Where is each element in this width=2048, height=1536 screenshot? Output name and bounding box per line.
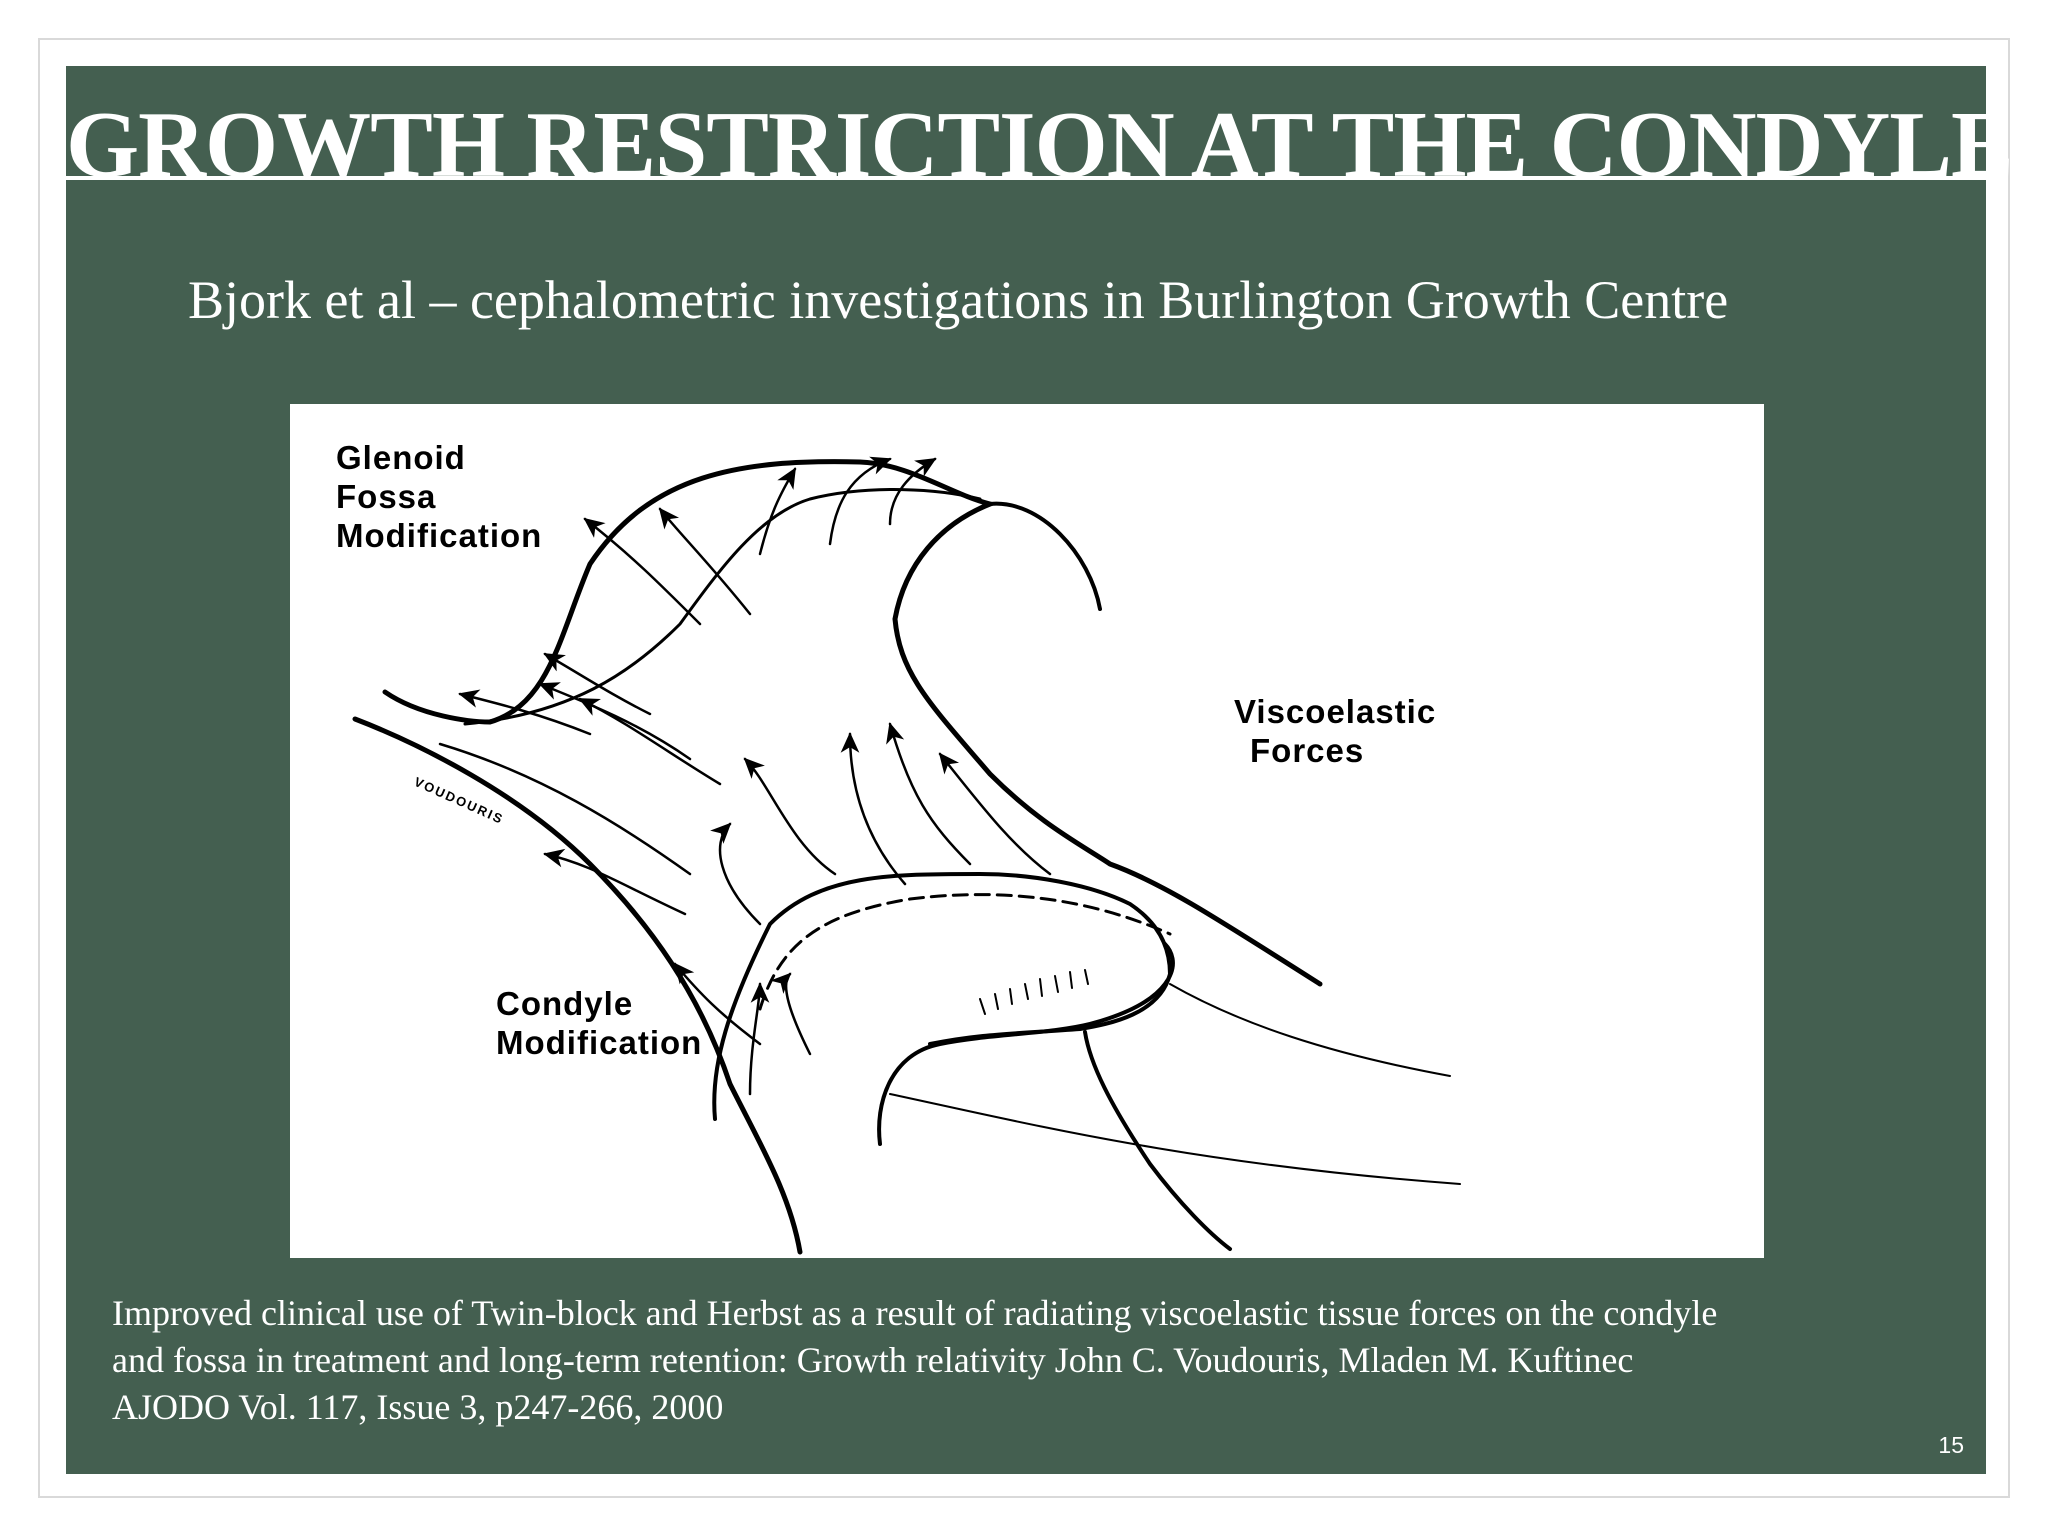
glenoid-label-line3: Modification <box>336 517 543 554</box>
condyle-dashed-outline <box>758 893 1172 1011</box>
ramus-posterior-border <box>352 716 803 1255</box>
viscoelastic-label-line2: Forces <box>1250 732 1365 769</box>
slide-subtitle: Bjork et al – cephalometric investigatio… <box>188 270 1729 330</box>
citation-line3: AJODO Vol. 117, Issue 3, p247-266, 2000 <box>112 1387 724 1427</box>
tissue-line-1 <box>1169 983 1451 1077</box>
slide-title: GROWTH RESTRICTION AT THE CONDYLE <box>66 93 2014 197</box>
glenoid-fossa-label: Glenoid Fossa Modification <box>336 438 542 555</box>
citation-line1: Improved clinical use of Twin-block and … <box>112 1293 1718 1333</box>
page-number: 15 <box>1938 1432 1964 1458</box>
condyle-line-art <box>352 456 1461 1255</box>
citation-line2: and fossa in treatment and long-term ret… <box>112 1340 1634 1380</box>
citation: Improved clinical use of Twin-block and … <box>112 1290 1952 1431</box>
fossa-crest <box>988 501 1102 611</box>
title-underline <box>66 176 1986 180</box>
condyle-label-line2: Modification <box>496 1024 703 1061</box>
glenoid-label-line2: Fossa <box>336 478 437 515</box>
condyle-modification-label: Condyle Modification <box>496 984 702 1062</box>
ramus-inner-line <box>438 742 692 876</box>
condyle-anterior <box>1083 1030 1232 1251</box>
condyle-diagram: Glenoid Fossa Modification Viscoelastic … <box>290 404 1764 1258</box>
viscoelastic-label-line1: Viscoelastic <box>1234 693 1437 730</box>
fossa-inner-line <box>463 488 982 726</box>
slide-frame <box>38 38 2010 1498</box>
condylar-neck <box>877 942 1175 1146</box>
tissue-line-2 <box>889 1093 1461 1185</box>
condyle-head <box>712 871 1173 1121</box>
viscoelastic-forces-label: Viscoelastic Forces <box>1234 692 1436 770</box>
glenoid-label-line1: Glenoid <box>336 439 466 476</box>
condyle-label-line1: Condyle <box>496 985 634 1022</box>
slide: GROWTH RESTRICTION AT THE CONDYLE Bjork … <box>66 66 2014 1474</box>
